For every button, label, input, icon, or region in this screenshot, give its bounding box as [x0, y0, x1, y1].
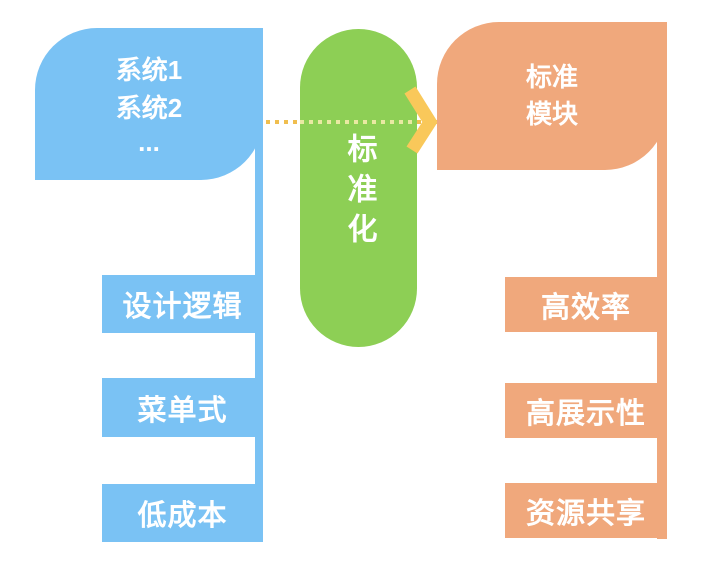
right-feature-box-resource-sharing: 资源共享: [505, 483, 667, 538]
dotted-connector-segment-over-pill: [300, 120, 417, 124]
left-feature-box-design-logic: 设计逻辑: [102, 275, 263, 333]
right-feature-box-high-display: 高展示性: [505, 383, 667, 438]
standardization-pill: 标准化: [300, 29, 417, 347]
arrow-chevron-icon: [404, 86, 438, 154]
source-systems-shape: 系统1 系统2 ...: [35, 28, 263, 180]
left-feature-box-menu-style: 菜单式: [102, 378, 263, 437]
standard-module-line-1: 标准: [525, 62, 578, 92]
source-systems-line-1: 系统1: [115, 55, 183, 85]
standard-module-line-2: 模块: [525, 99, 578, 129]
dotted-connector-segment: [266, 120, 300, 124]
standardization-label: 标准化: [342, 133, 376, 253]
left-feature-box-low-cost: 低成本: [102, 484, 263, 542]
source-systems-line-2: 系统2: [115, 93, 183, 123]
source-systems-ellipsis: ...: [138, 127, 160, 157]
standard-module-shape: 标准 模块: [437, 22, 667, 170]
right-feature-box-high-efficiency: 高效率: [505, 277, 667, 332]
